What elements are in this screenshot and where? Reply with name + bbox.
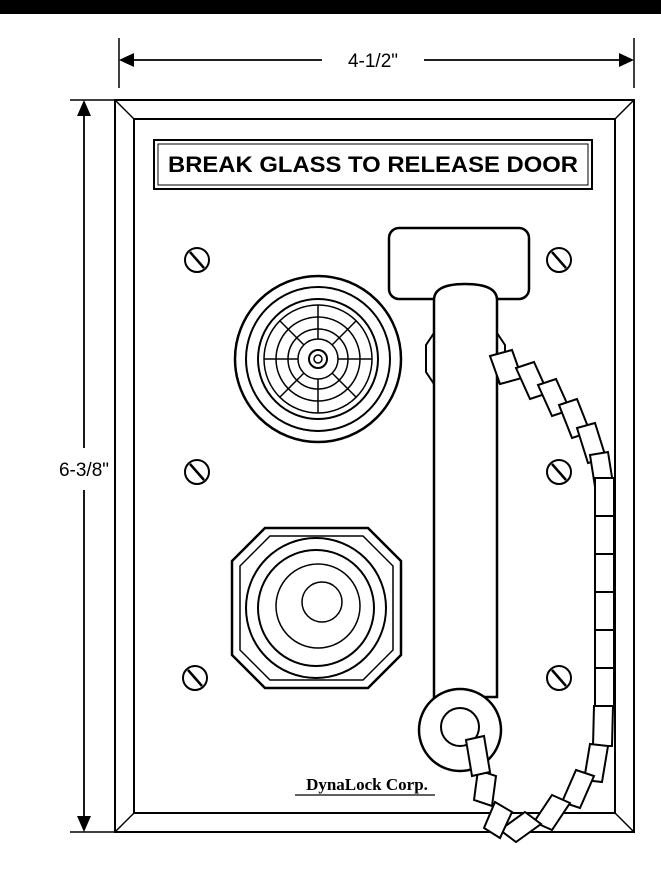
width-label: 4-1/2"	[348, 51, 398, 72]
width-dimension: 4-1/2"	[118, 38, 635, 88]
instruction-label: BREAK GLASS TO RELEASE DOOR	[168, 152, 578, 177]
instruction-label-plate: BREAK GLASS TO RELEASE DOOR	[153, 139, 593, 190]
screw-icon	[546, 665, 572, 691]
push-button-icon[interactable]	[230, 526, 403, 690]
arrow-left-icon	[119, 53, 134, 67]
height-dimension: 6-3/8"	[59, 99, 115, 833]
arrow-up-icon	[77, 100, 91, 116]
hammer-handle-icon[interactable]	[387, 226, 531, 773]
glass-break-button-icon[interactable]	[233, 274, 403, 444]
screw-icon	[182, 665, 208, 691]
screw-icon	[184, 247, 210, 273]
top-border-bar	[0, 0, 661, 14]
chain-icon	[464, 348, 616, 844]
brand-label: DynaLock Corp.	[306, 775, 428, 794]
brand-mark: DynaLock Corp.	[295, 775, 435, 796]
screw-icon	[184, 459, 210, 485]
height-label: 6-3/8"	[59, 460, 109, 481]
arrow-right-icon	[619, 53, 634, 67]
arrow-down-icon	[77, 816, 91, 832]
screw-icon	[546, 247, 572, 273]
screw-icon	[546, 459, 572, 485]
